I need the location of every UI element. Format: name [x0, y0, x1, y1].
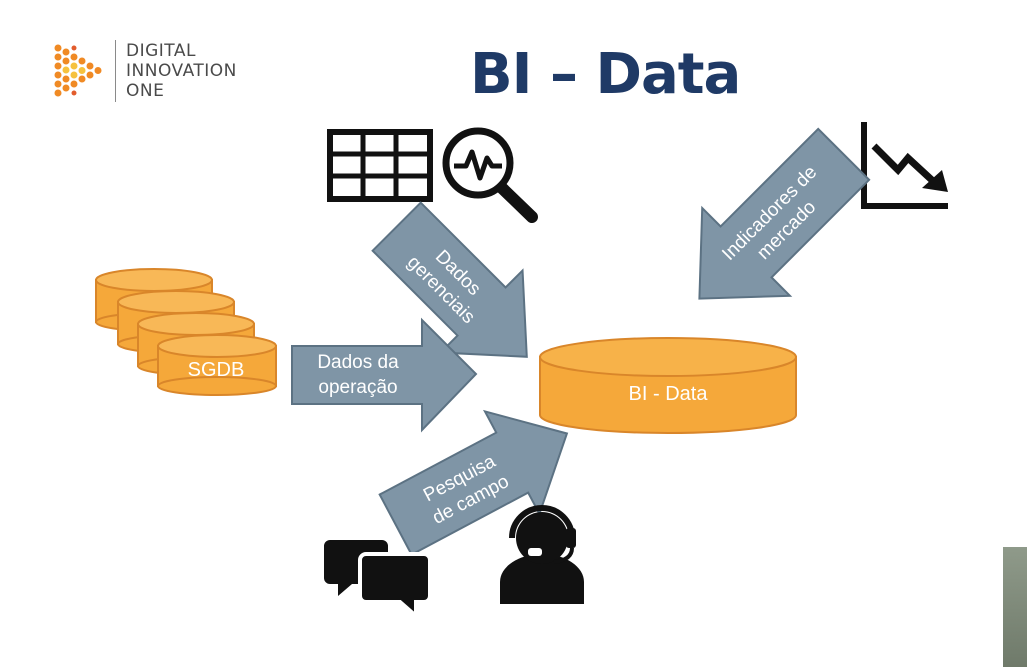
arrow-dados-operacao: Dados da operação: [291, 317, 478, 433]
bi-data-label: BI - Data: [629, 383, 709, 405]
logo-wordmark: DIGITAL INNOVATION ONE: [126, 41, 237, 101]
sgdb-label: SGDB: [188, 359, 245, 381]
arrow-dados-gerenciais: Dados gerenciais: [371, 201, 528, 358]
arrow-pesquisa-campo: Pesquisa de campo: [378, 409, 569, 556]
bi-data-cylinder: [539, 337, 797, 434]
search-chart-icon: [442, 127, 538, 223]
logo-line-3: ONE: [126, 81, 165, 101]
arrow-indicadores-mercado: Indicadores de mercado: [698, 127, 871, 300]
arrow-dados-operacao-line2: operação: [318, 377, 397, 398]
logo-icon: [54, 44, 102, 97]
sgdb-database-stack: [95, 268, 277, 396]
slide-title: BI – Data: [470, 42, 741, 107]
chat-bubbles-icon: [324, 540, 432, 621]
declining-chart-icon: [861, 122, 948, 209]
table-icon: [327, 129, 433, 202]
logo-line-2: INNOVATION: [126, 61, 237, 81]
logo-line-1: DIGITAL: [126, 41, 196, 61]
cylinder-4: [157, 334, 277, 396]
arrow-dados-operacao-line1: Dados da: [317, 352, 399, 373]
call-center-agent-icon: [500, 505, 584, 604]
webcam-thumbnail: [1003, 547, 1027, 667]
logo-divider: [115, 40, 116, 102]
